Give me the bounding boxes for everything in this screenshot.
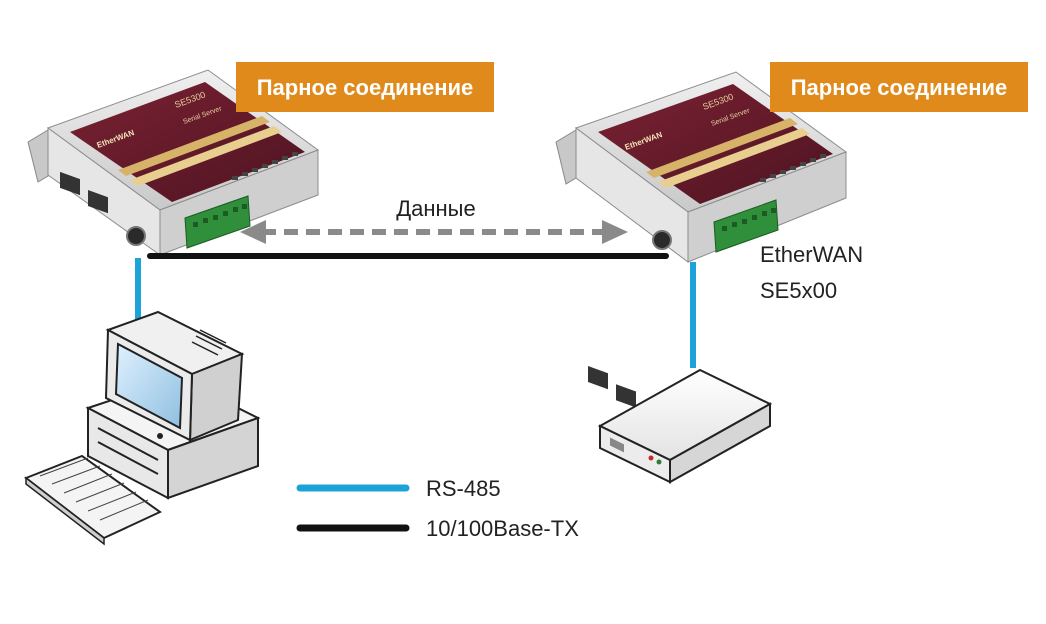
legend-label-rs485: RS-485 bbox=[426, 476, 501, 501]
keyboard-icon bbox=[23, 454, 162, 546]
legend-label-ethernet: 10/100Base-TX bbox=[426, 516, 579, 541]
pairing-badge-left: Парное соединение bbox=[236, 62, 494, 112]
legend: RS-485 10/100Base-TX bbox=[296, 476, 579, 541]
serial-device-box-icon bbox=[597, 368, 773, 484]
device-caption-line2: SE5x00 bbox=[760, 278, 837, 303]
arrowhead-right-icon bbox=[602, 220, 628, 244]
pairing-badge-right: Парное соединение bbox=[770, 62, 1028, 112]
serial-server-right: SE5300 Serial Server EtherWAN bbox=[555, 71, 848, 408]
data-arrow bbox=[240, 220, 628, 244]
device-caption-line1: EtherWAN bbox=[760, 242, 863, 267]
desktop-computer-icon bbox=[85, 310, 261, 500]
pairing-badge-label: Парное соединение bbox=[257, 75, 474, 100]
arrowhead-left-icon bbox=[240, 220, 266, 244]
data-arrow-label: Данные bbox=[396, 196, 475, 221]
pairing-badge-label: Парное соединение bbox=[791, 75, 1008, 100]
